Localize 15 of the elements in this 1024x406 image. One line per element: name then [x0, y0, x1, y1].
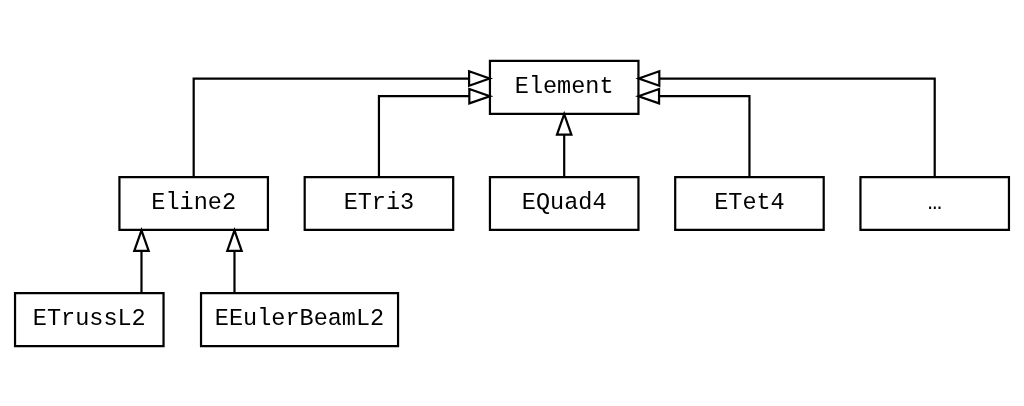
- node-box: ETrussL2: [13, 291, 165, 347]
- node-box: ETri3: [303, 175, 455, 231]
- arrow: [635, 69, 936, 177]
- node-box: EQuad4: [488, 175, 640, 231]
- arrow: [377, 86, 494, 177]
- arrow: [225, 226, 244, 293]
- node-box: Element: [488, 59, 640, 115]
- arrow: [555, 110, 573, 177]
- node-box: Eline2: [118, 175, 270, 231]
- arrow: [192, 69, 493, 177]
- arrow: [635, 86, 751, 177]
- arrow: [132, 226, 151, 293]
- node-box: EEulerBeamL2: [199, 291, 400, 347]
- node-box: ETet4: [674, 175, 825, 231]
- node-box: …: [859, 175, 1011, 231]
